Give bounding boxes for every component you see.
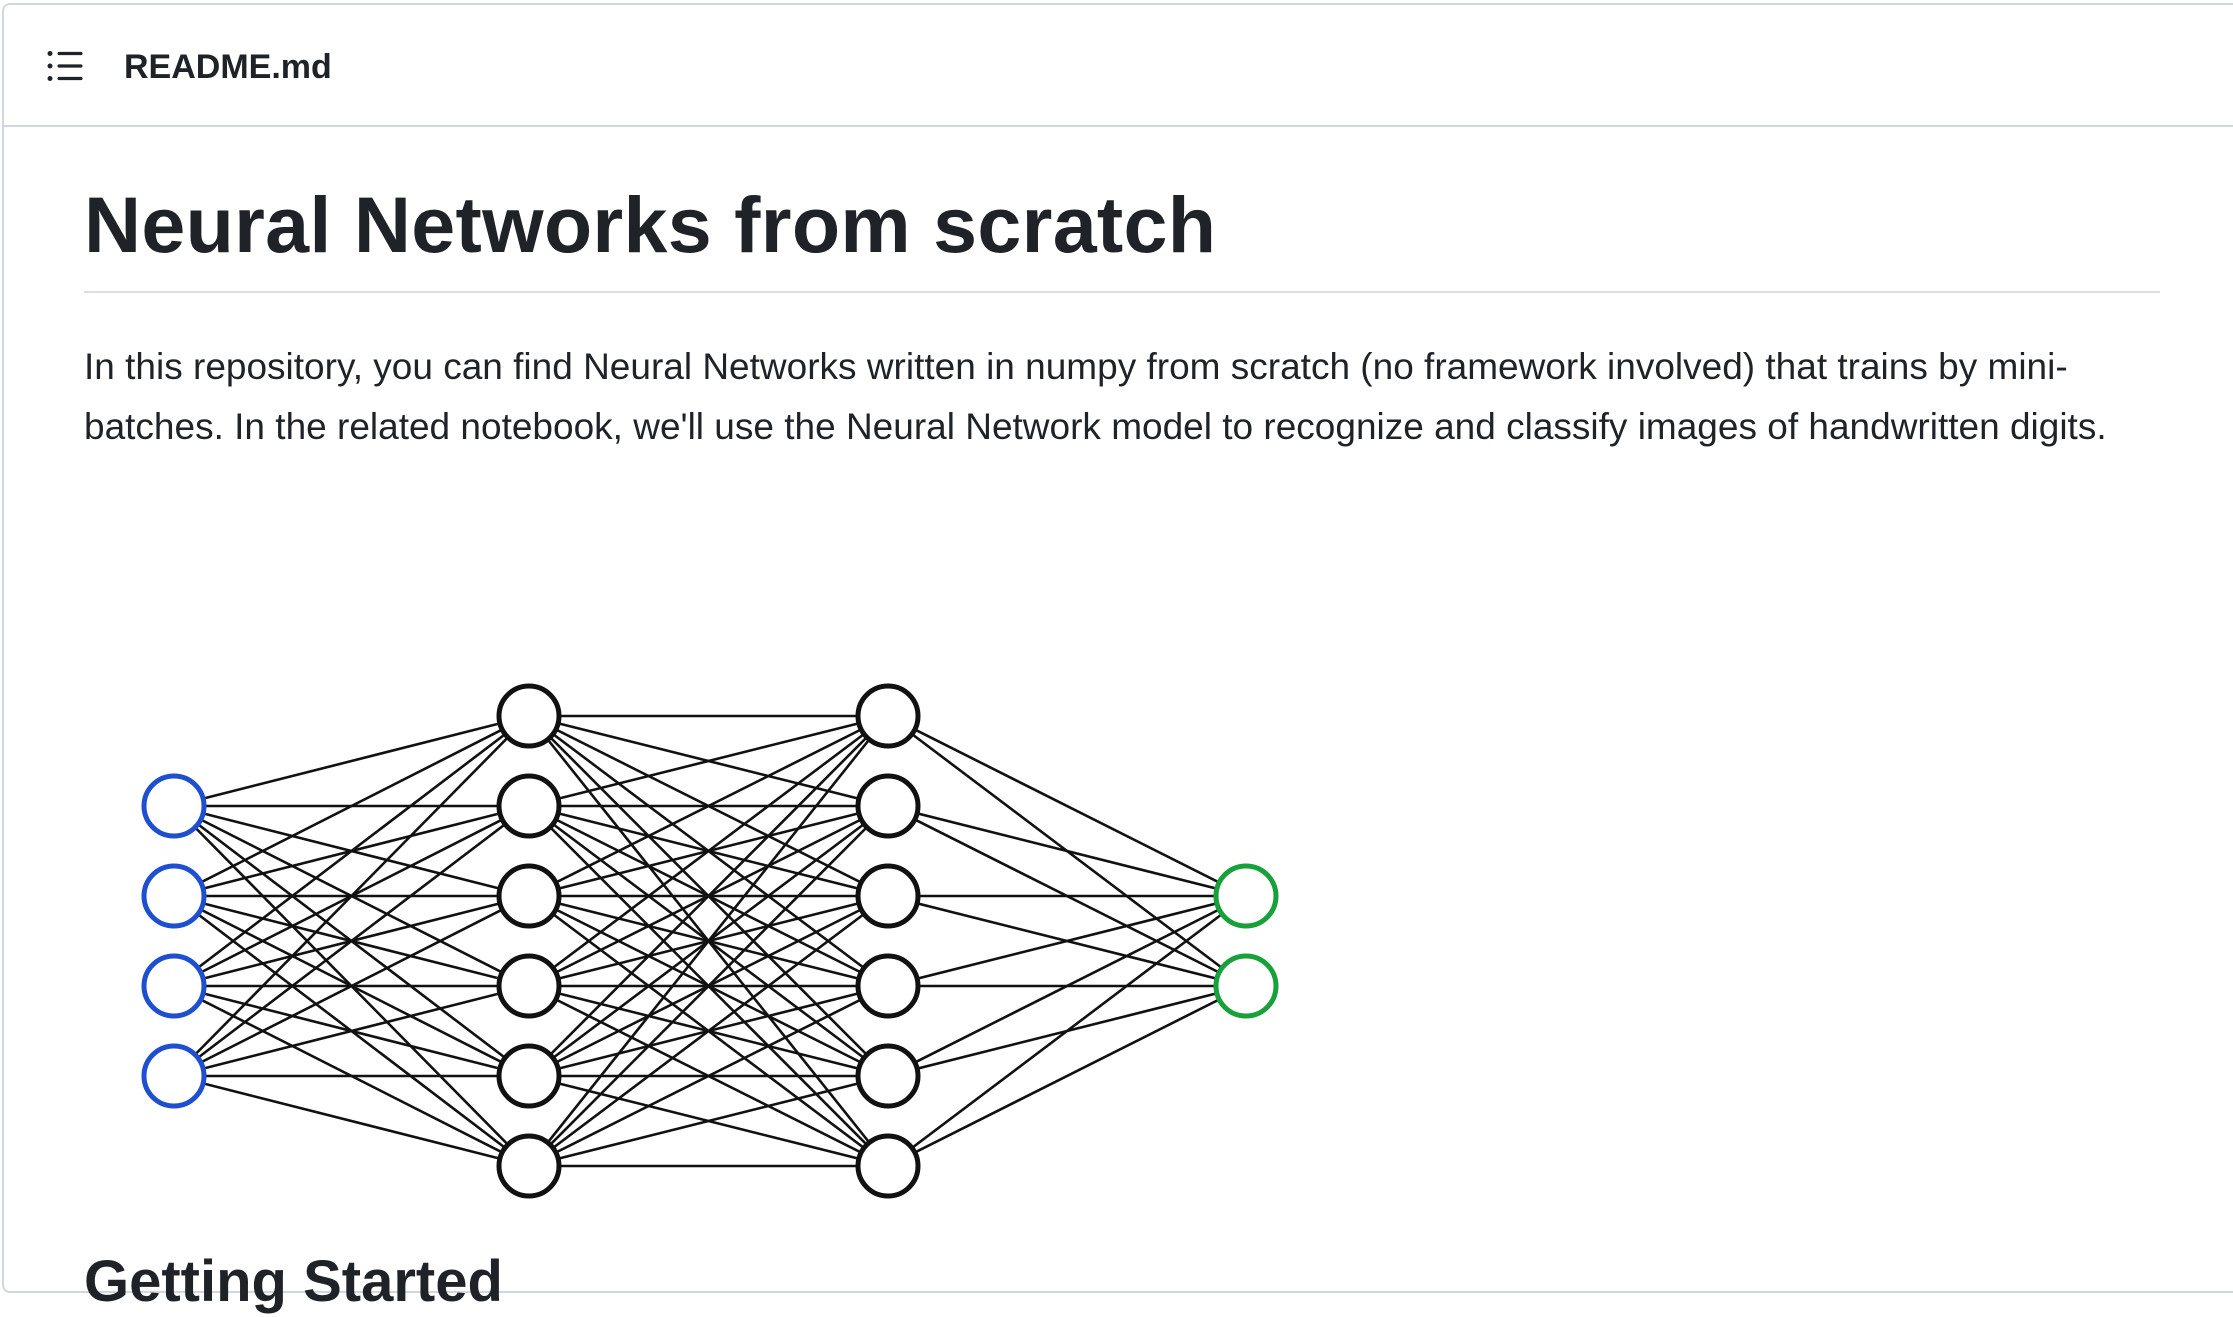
connection-l0-3-to-5 xyxy=(173,1074,530,1168)
hidden-neuron-2-0 xyxy=(855,683,921,749)
hidden-neuron-1-5 xyxy=(496,1133,562,1199)
connection-l2-5-to-1 xyxy=(887,984,1247,1168)
hidden-neuron-2-2 xyxy=(855,863,921,929)
input-neuron-0-0 xyxy=(141,773,207,839)
connection-l1-1-to-0 xyxy=(528,714,889,808)
input-neuron-0-2 xyxy=(141,953,207,1019)
connection-l2-0-to-0 xyxy=(887,714,1247,898)
section-heading-getting-started: Getting Started xyxy=(84,1249,503,1314)
output-neuron-3-1 xyxy=(1213,953,1279,1019)
connection-l1-5-to-3 xyxy=(528,984,889,1168)
connection-l0-3-to-2 xyxy=(173,894,530,1078)
hidden-neuron-2-5 xyxy=(855,1133,921,1199)
hidden-neuron-1-3 xyxy=(496,953,562,1019)
heading-divider xyxy=(84,291,2160,293)
intro-paragraph: In this repository, you can find Neural … xyxy=(84,346,2107,447)
hidden-neuron-1-2 xyxy=(496,863,562,929)
hidden-neuron-2-3 xyxy=(855,953,921,1019)
connection-l1-5-to-2 xyxy=(528,894,889,1168)
connection-l1-5-to-1 xyxy=(528,805,889,1167)
connection-l0-3-to-0 xyxy=(173,715,530,1077)
connection-l2-3-to-0 xyxy=(887,894,1247,988)
network-connections xyxy=(173,714,1247,1168)
connection-l2-4-to-0 xyxy=(887,894,1247,1078)
connection-l1-4-to-0 xyxy=(528,715,889,1077)
connection-l0-1-to-0 xyxy=(173,714,530,898)
input-neuron-0-3 xyxy=(141,1043,207,1109)
connection-l1-5-to-4 xyxy=(528,1074,889,1168)
page-title: Neural Networks from scratch xyxy=(84,180,1217,269)
output-neuron-3-0 xyxy=(1213,863,1279,929)
connection-l1-3-to-0 xyxy=(528,714,889,988)
file-name: README.md xyxy=(124,48,332,86)
connection-l2-5-to-0 xyxy=(887,894,1247,1168)
connection-l1-2-to-0 xyxy=(528,714,889,898)
connection-l2-1-to-0 xyxy=(887,804,1247,898)
hidden-neuron-1-4 xyxy=(496,1043,562,1109)
input-neuron-0-1 xyxy=(141,863,207,929)
connection-l0-3-to-3 xyxy=(173,984,530,1078)
connection-l0-3-to-1 xyxy=(173,804,530,1078)
table-of-contents-button[interactable] xyxy=(32,33,98,99)
connection-l0-0-to-0 xyxy=(173,714,530,808)
hidden-neuron-1-0 xyxy=(496,683,562,749)
hidden-neuron-1-1 xyxy=(496,773,562,839)
hidden-neuron-2-1 xyxy=(855,773,921,839)
readme-file-header: README.md xyxy=(2,3,2233,127)
neural-network-diagram xyxy=(141,683,1279,1199)
network-neurons xyxy=(141,683,1279,1199)
list-unordered-icon xyxy=(47,51,83,81)
hidden-neuron-2-4 xyxy=(855,1043,921,1109)
connection-l0-2-to-0 xyxy=(173,714,530,988)
connection-l1-5-to-0 xyxy=(527,715,890,1167)
